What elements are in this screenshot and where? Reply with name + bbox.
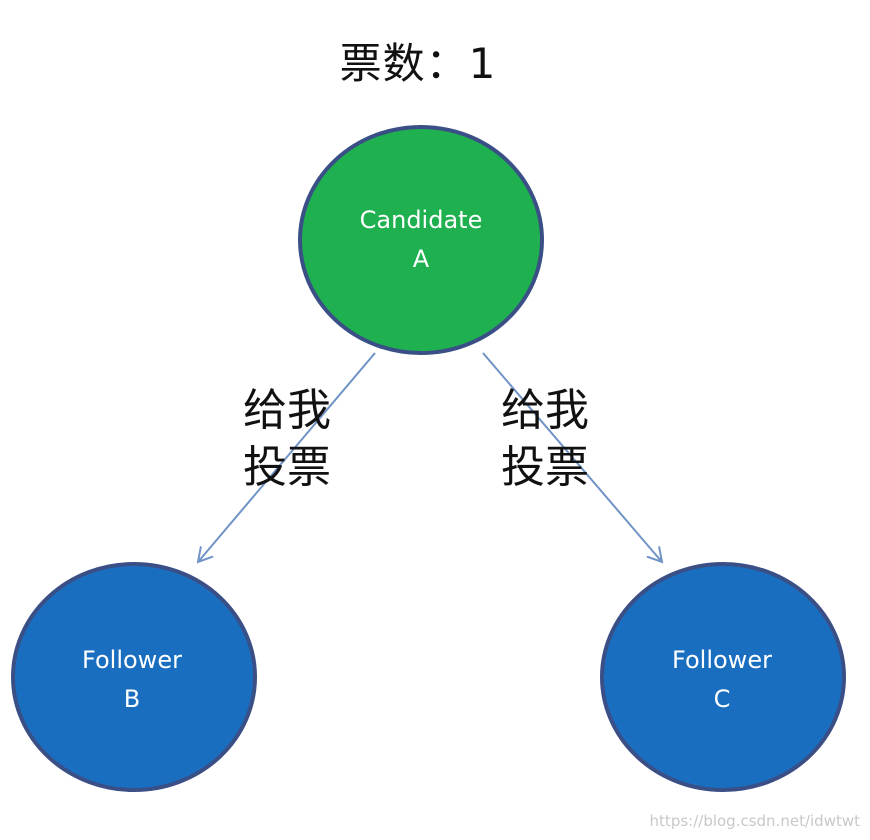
candidate-label-line1: Candidate	[360, 206, 483, 234]
follower-b-label-line1: Follower	[82, 646, 182, 674]
edge-label-c-line1: 给我	[501, 385, 589, 436]
edge-label-c-line2: 投票	[501, 442, 589, 493]
follower-b-circle	[11, 562, 257, 792]
follower-c-label-line2: C	[714, 685, 731, 713]
candidate-node: Candidate A	[298, 125, 544, 355]
follower-b-node: Follower B	[11, 562, 257, 792]
candidate-circle	[298, 125, 544, 355]
candidate-label-line2: A	[413, 245, 430, 273]
vote-count-title: 票数：1	[339, 39, 497, 88]
follower-c-node: Follower C	[600, 562, 846, 792]
edge-label-b-line1: 给我	[243, 385, 331, 436]
edge-to-follower-c	[482, 352, 662, 562]
follower-c-circle	[600, 562, 846, 792]
follower-c-label-line1: Follower	[672, 646, 772, 674]
edge-label-b-line2: 投票	[243, 442, 331, 493]
follower-b-label-line2: B	[124, 685, 140, 713]
edge-to-follower-b	[198, 352, 376, 562]
watermark: https://blog.csdn.net/idwtwt	[649, 812, 860, 830]
